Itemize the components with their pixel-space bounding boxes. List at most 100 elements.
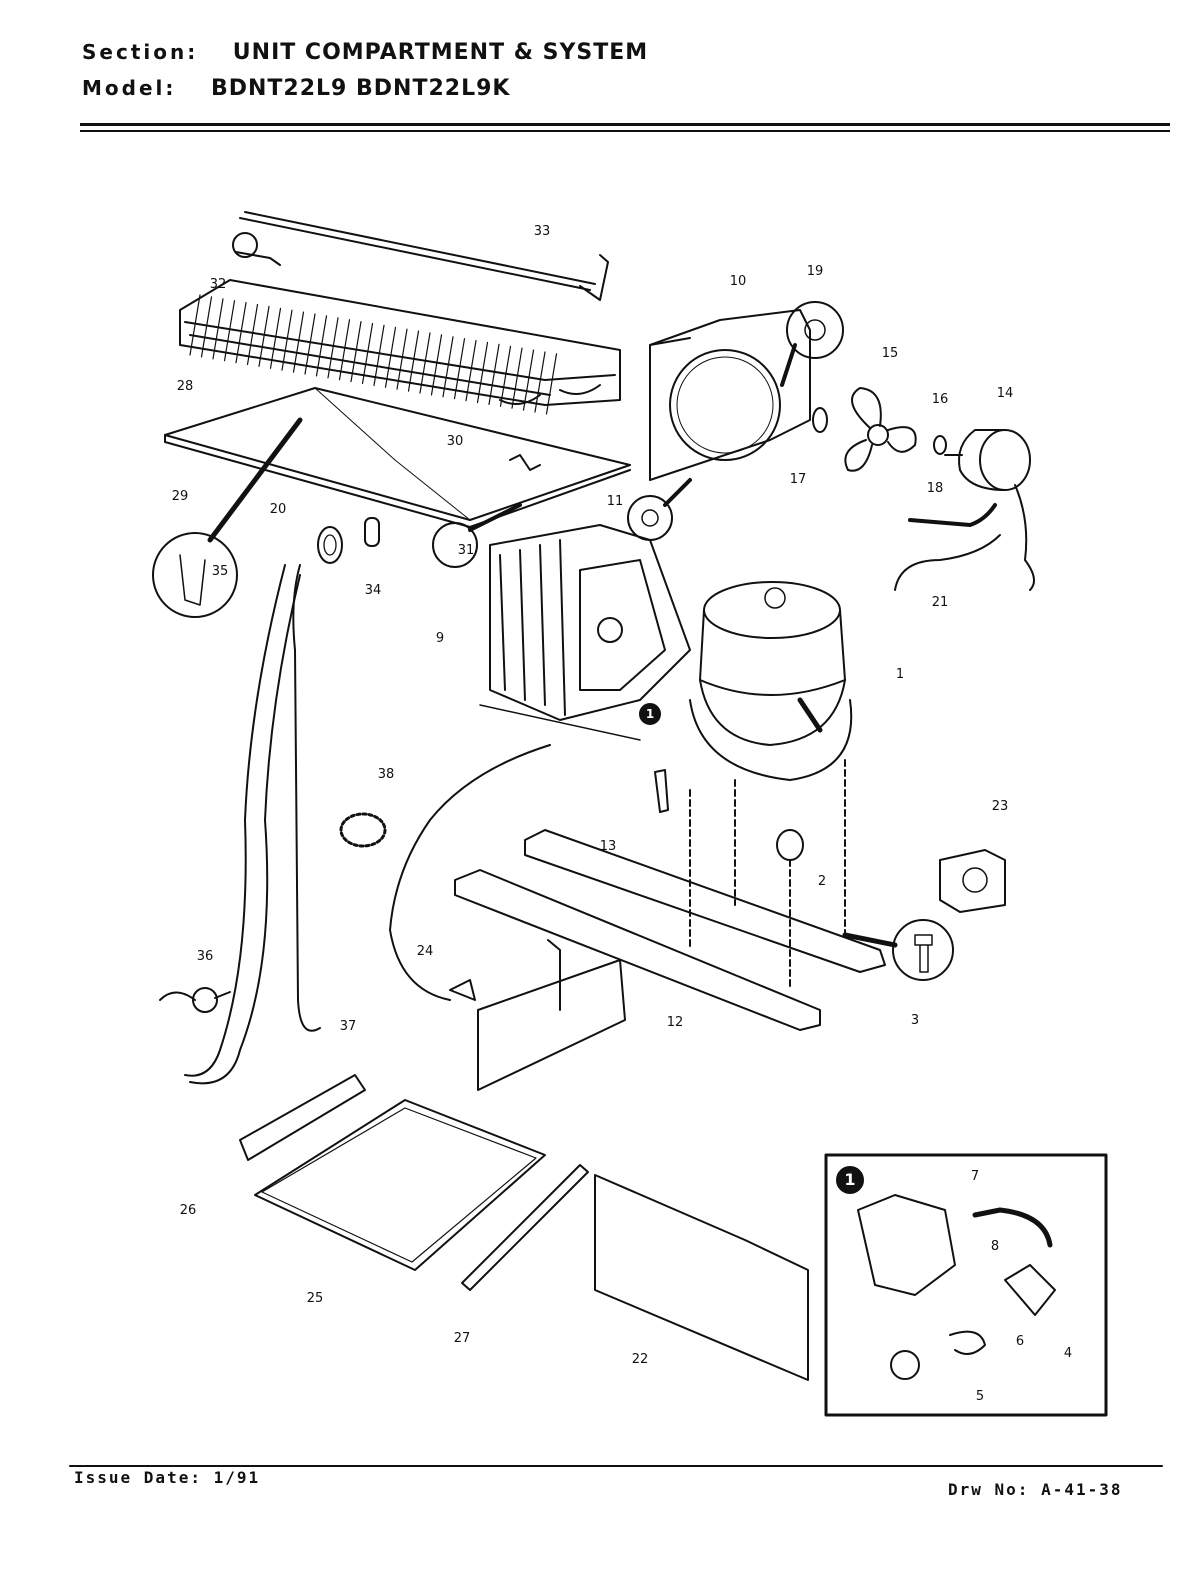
condenser-fin (453, 338, 466, 400)
part-3-bolt (914, 934, 933, 973)
part-11-grommet (641, 509, 659, 527)
condenser-fin (246, 303, 259, 366)
condenser-fin (304, 313, 316, 375)
part-24-plug (449, 979, 476, 1001)
section-title: UNIT COMPARTMENT & SYSTEM (232, 40, 649, 65)
part-38-strap (339, 812, 387, 848)
part-12-bracket (477, 939, 626, 1091)
condenser-fin (499, 345, 512, 407)
condenser-fin (281, 309, 293, 371)
callout-label-6: 6 (1016, 1334, 1024, 1349)
part-9-base-tube (479, 704, 641, 741)
condenser-fin (442, 336, 454, 398)
callout-label-21: 21 (932, 595, 949, 610)
part-18-tube (908, 503, 997, 527)
part-8-tube (972, 1207, 1053, 1248)
callout-label-12: 12 (667, 1015, 684, 1030)
callout-label-3: 3 (911, 1013, 919, 1028)
callout-label-11: 11 (607, 494, 624, 509)
callout-label-29: 29 (172, 489, 189, 504)
part-24-power-cord (389, 744, 551, 1001)
condenser-fin (488, 343, 500, 405)
callout-label-8: 8 (991, 1239, 999, 1254)
part-15-fan-blade (844, 387, 917, 472)
condenser-fin (212, 298, 224, 360)
drawing-number: Drw No: A-41-38 (948, 1480, 1123, 1499)
callout-label-23: 23 (992, 799, 1009, 814)
callout-label-10: 10 (730, 274, 747, 289)
condenser-fin (534, 351, 546, 413)
part-4-relay (1004, 1264, 1056, 1316)
part-31-inset (432, 522, 478, 568)
callout-label-26: 26 (180, 1203, 197, 1218)
issue-date: Issue Date: 1/91 (74, 1468, 261, 1487)
inset-badge (836, 1166, 864, 1194)
condenser-fin (511, 347, 523, 409)
condenser-fin (407, 330, 420, 392)
model-label: Model: (82, 76, 177, 100)
part-36-clamp (159, 987, 231, 1013)
part-6-clip (949, 1330, 986, 1355)
model-heading: Model: BDNT22L9 BDNT22L9K (82, 76, 510, 101)
callout-label-35: 35 (212, 564, 229, 579)
condenser-fin (430, 334, 443, 396)
condenser-fin (396, 328, 408, 390)
part-19-grommet (804, 319, 826, 341)
callout-label-1: 1 (896, 667, 904, 682)
part-25-drain-pan (254, 1099, 546, 1271)
part-30-clip (509, 454, 541, 471)
callout-label-4: 4 (1064, 1346, 1072, 1361)
part-20-grommet (317, 526, 343, 564)
callout-label-25: 25 (307, 1291, 324, 1306)
part-37-tubing (184, 564, 321, 1085)
part-26-bracket (239, 1074, 366, 1161)
header-rule-top (80, 123, 1170, 126)
callout-label-7: 7 (971, 1169, 979, 1184)
part-22-panel (594, 1174, 809, 1381)
condenser-fin (361, 322, 374, 385)
callout-label-17: 17 (790, 472, 807, 487)
leader-11 (663, 478, 692, 507)
model-numbers: BDNT22L9 BDNT22L9K (210, 76, 511, 101)
part-34-clip (364, 517, 380, 547)
callout-label-18: 18 (927, 481, 944, 496)
part-35-overload (179, 554, 206, 606)
condenser-fin (373, 324, 385, 386)
callout-label-33: 33 (534, 224, 551, 239)
badge-digit: 1 (646, 707, 654, 721)
part-19-inset (786, 301, 844, 359)
part-27-rail (461, 1164, 589, 1291)
condenser-fin (476, 341, 489, 404)
part-23-relay (939, 849, 1006, 913)
callout-label-15: 15 (882, 346, 899, 361)
part-10-fan-shroud (649, 309, 811, 481)
callout-label-27: 27 (454, 1331, 471, 1346)
callout-label-37: 37 (340, 1019, 357, 1034)
condenser-fin (350, 321, 362, 383)
condenser-fin (327, 317, 339, 379)
callout-label-24: 24 (417, 944, 434, 959)
callout-label-22: 22 (632, 1352, 649, 1367)
header-rule-bottom (80, 130, 1170, 132)
callout-label-2: 2 (818, 874, 826, 889)
callout-label-36: 36 (197, 949, 214, 964)
condenser-fin (223, 300, 236, 362)
condenser-fin (292, 311, 305, 373)
callout-label-34: 34 (365, 583, 382, 598)
condenser-fin (189, 294, 201, 356)
condenser-fin (258, 305, 270, 367)
callout-label-31: 31 (458, 543, 475, 558)
callout-label-32: 32 (210, 277, 227, 292)
part-14-fan-motor (944, 429, 1035, 591)
part-29-cover (164, 387, 631, 528)
callout-label-9: 9 (436, 631, 444, 646)
part-33-tube (239, 211, 609, 301)
part-35-inset (152, 532, 238, 618)
part-32-fitting (232, 232, 281, 266)
leader-19 (780, 343, 797, 387)
part-9-condenser (489, 524, 691, 721)
inset-detail-box (824, 1153, 1108, 1417)
part-13-drier (654, 769, 669, 813)
condenser-fin (384, 326, 397, 388)
